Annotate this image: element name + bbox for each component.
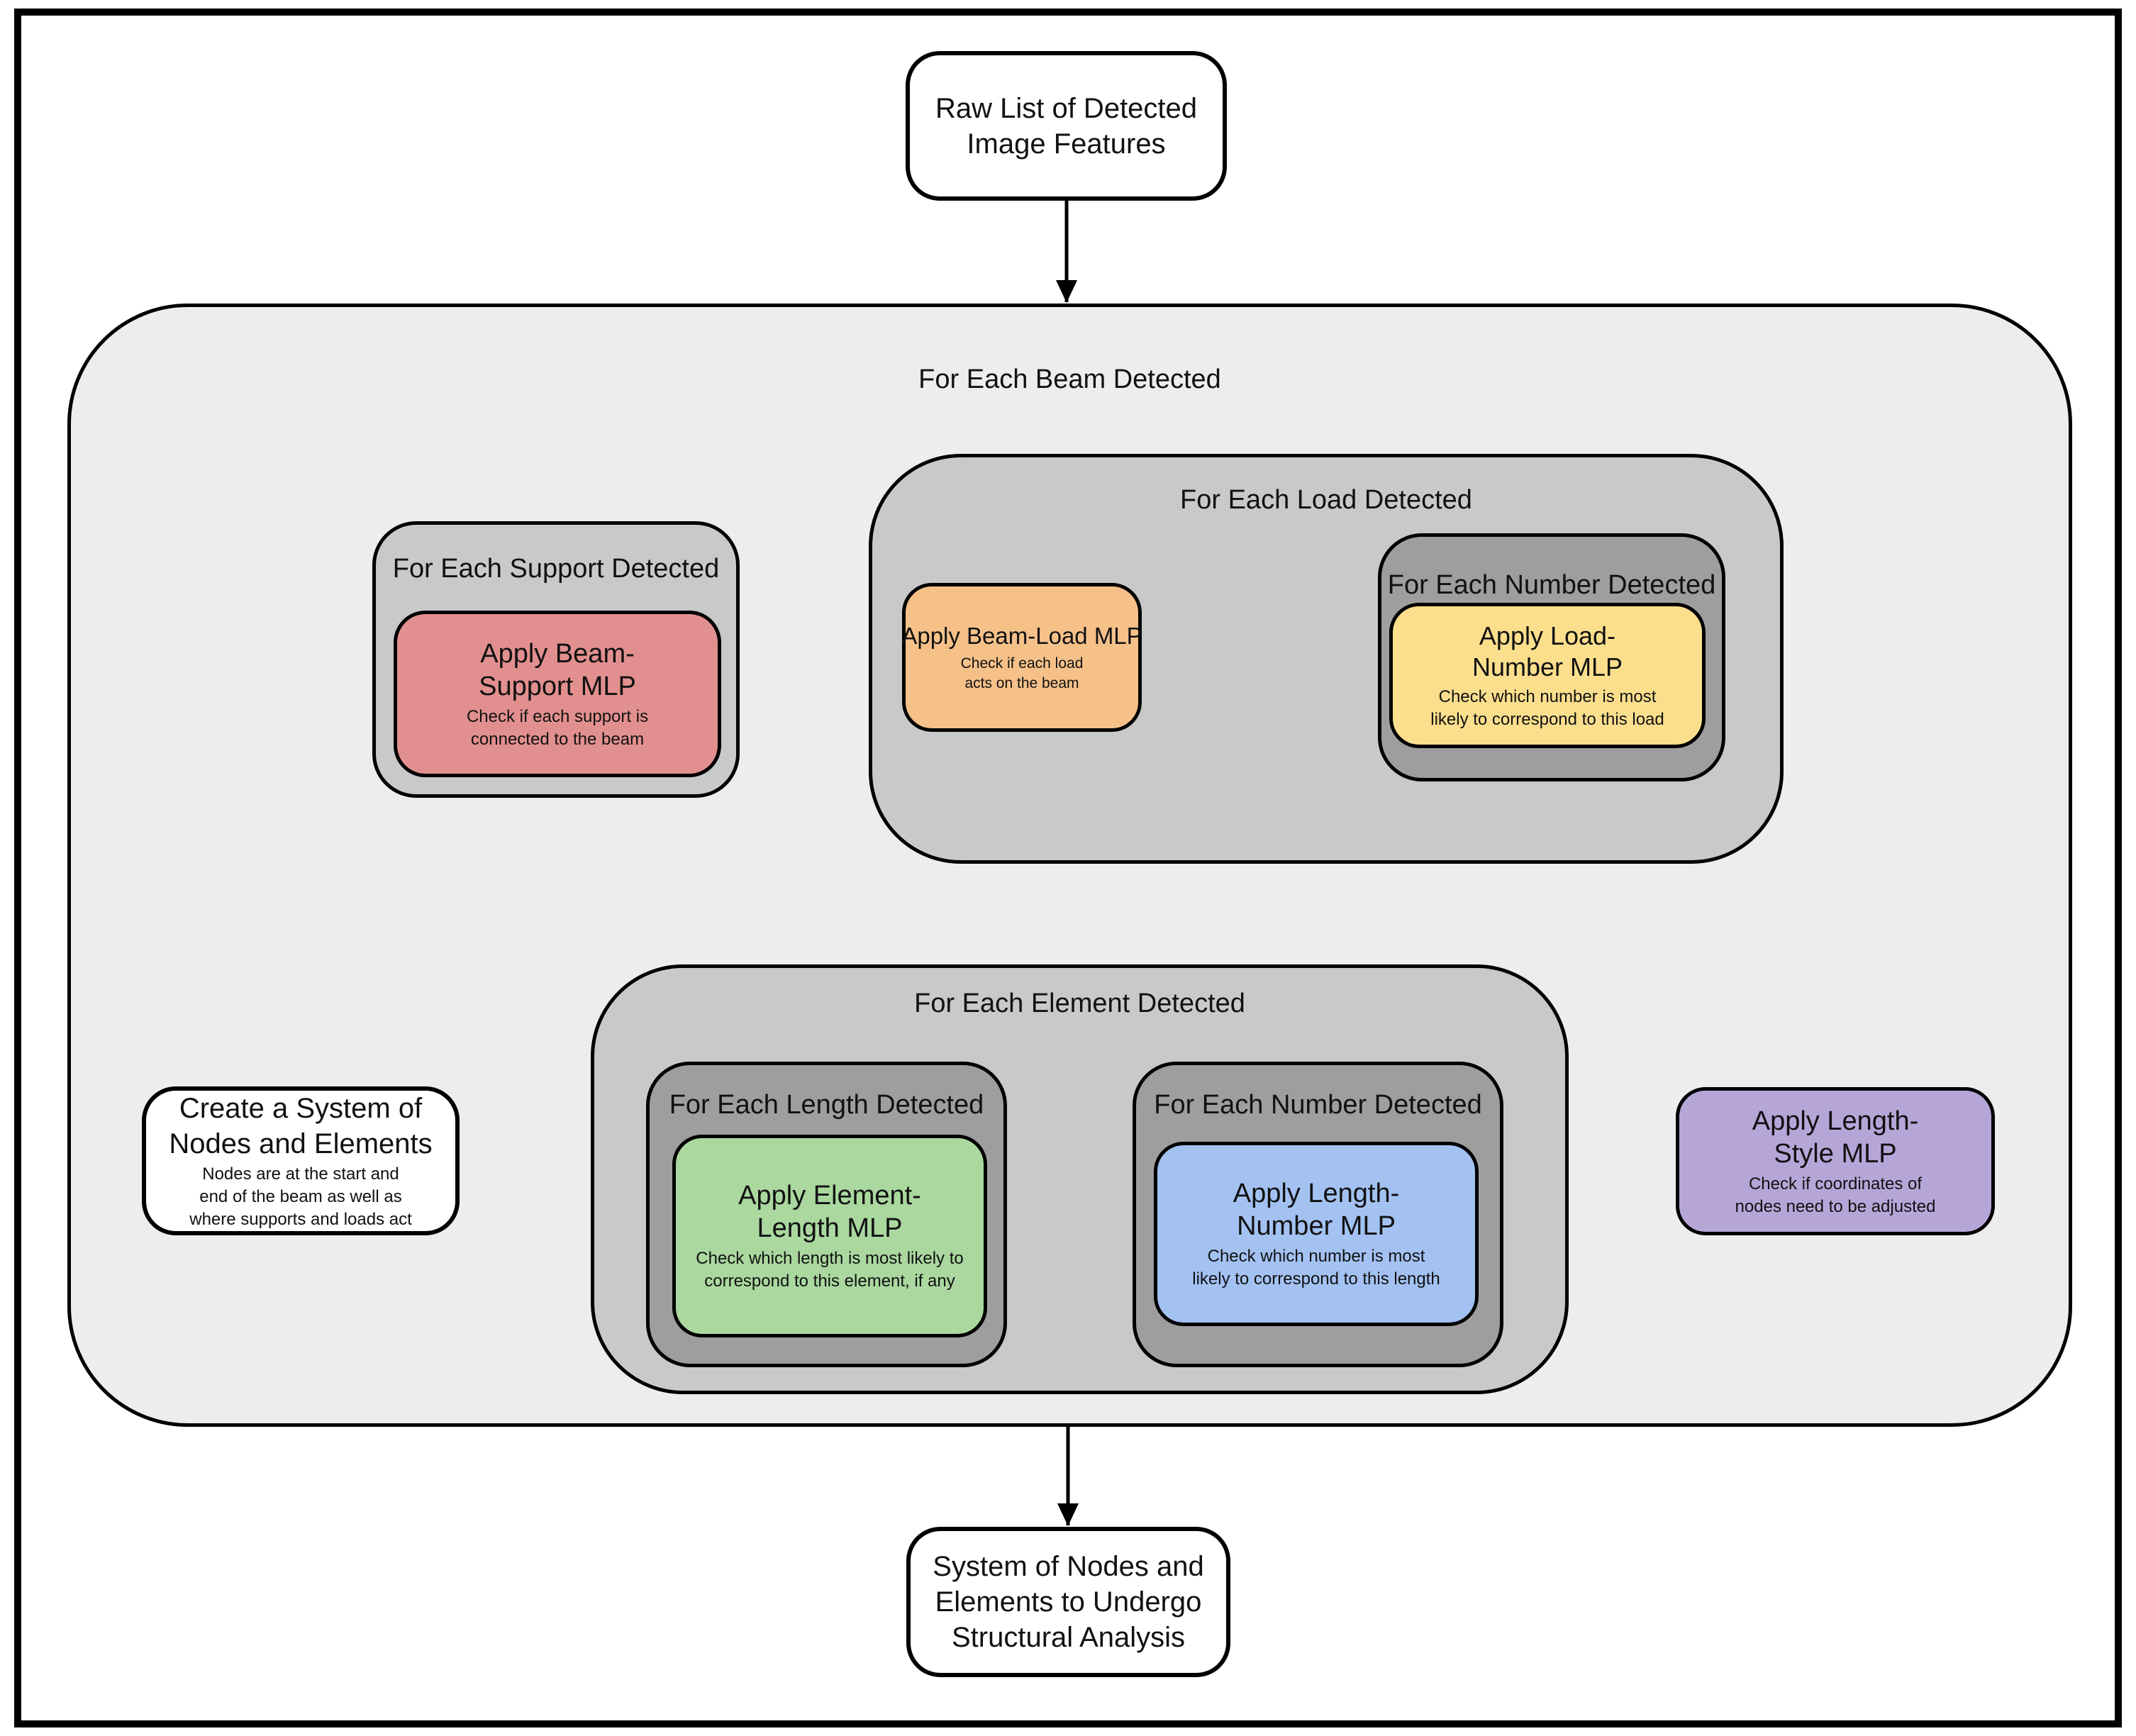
- loop-for-each-element-label: For Each Element Detected: [914, 989, 1245, 1018]
- node-element-length-mlp: Apply Element-Length MLP Check which len…: [672, 1135, 987, 1337]
- node-beam-load-mlp-title: Apply Beam-Load MLP: [901, 623, 1142, 649]
- node-element-length-mlp-title: Apply Element-Length MLP: [738, 1181, 921, 1243]
- loop-for-each-beam-label: For Each Beam Detected: [918, 365, 1221, 394]
- node-beam-load-mlp: Apply Beam-Load MLP Check if each load a…: [901, 583, 1142, 732]
- node-load-number-mlp-title: Apply Load-Number MLP: [1472, 621, 1623, 681]
- node-length-number-mlp: Apply Length-Number MLP Check which numb…: [1154, 1142, 1479, 1326]
- node-beam-support-mlp: Apply Beam-Support MLP Check if each sup…: [394, 611, 721, 777]
- node-length-style-mlp-subtitle: Check if coordinates of nodes need to be…: [1735, 1174, 1936, 1216]
- node-beam-support-mlp-title: Apply Beam-Support MLP: [479, 638, 636, 701]
- node-create-system-title: Create a System of Nodes and Elements: [169, 1093, 433, 1159]
- loop-for-each-number-length-label: For Each Number Detected: [1154, 1090, 1482, 1120]
- node-raw-features-label: Raw List of Detected Image Features: [935, 92, 1198, 160]
- node-create-system-subtitle: Nodes are at the start and end of the be…: [189, 1164, 412, 1229]
- node-beam-load-mlp-subtitle: Check if each load acts on the beam: [960, 655, 1084, 691]
- node-element-length-mlp-subtitle: Check which length is most likely to cor…: [696, 1249, 964, 1291]
- loop-for-each-number-load-label: For Each Number Detected: [1387, 570, 1716, 600]
- loop-for-each-load-label: For Each Load Detected: [1180, 485, 1472, 515]
- loop-for-each-length-label: For Each Length Detected: [669, 1090, 984, 1120]
- node-beam-support-mlp-subtitle: Check if each support is connected to th…: [466, 706, 649, 749]
- node-length-number-mlp-title: Apply Length-Number MLP: [1233, 1179, 1400, 1241]
- node-create-system: Create a System of Nodes and Elements No…: [142, 1086, 460, 1235]
- loop-for-each-support-label: For Each Support Detected: [392, 554, 720, 584]
- node-system-output: System of Nodes and Elements to Undergo …: [906, 1527, 1230, 1677]
- node-length-style-mlp: Apply Length-Style MLP Check if coordina…: [1676, 1087, 1995, 1235]
- node-load-number-mlp: Apply Load-Number MLP Check which number…: [1389, 603, 1706, 748]
- node-length-number-mlp-subtitle: Check which number is most likely to cor…: [1192, 1247, 1440, 1289]
- node-raw-features: Raw List of Detected Image Features: [906, 51, 1227, 201]
- node-length-style-mlp-title: Apply Length-Style MLP: [1752, 1106, 1919, 1169]
- node-load-number-mlp-subtitle: Check which number is most likely to cor…: [1430, 686, 1664, 729]
- page-border: [14, 9, 2122, 1727]
- node-system-output-label: System of Nodes and Elements to Undergo …: [933, 1551, 1204, 1653]
